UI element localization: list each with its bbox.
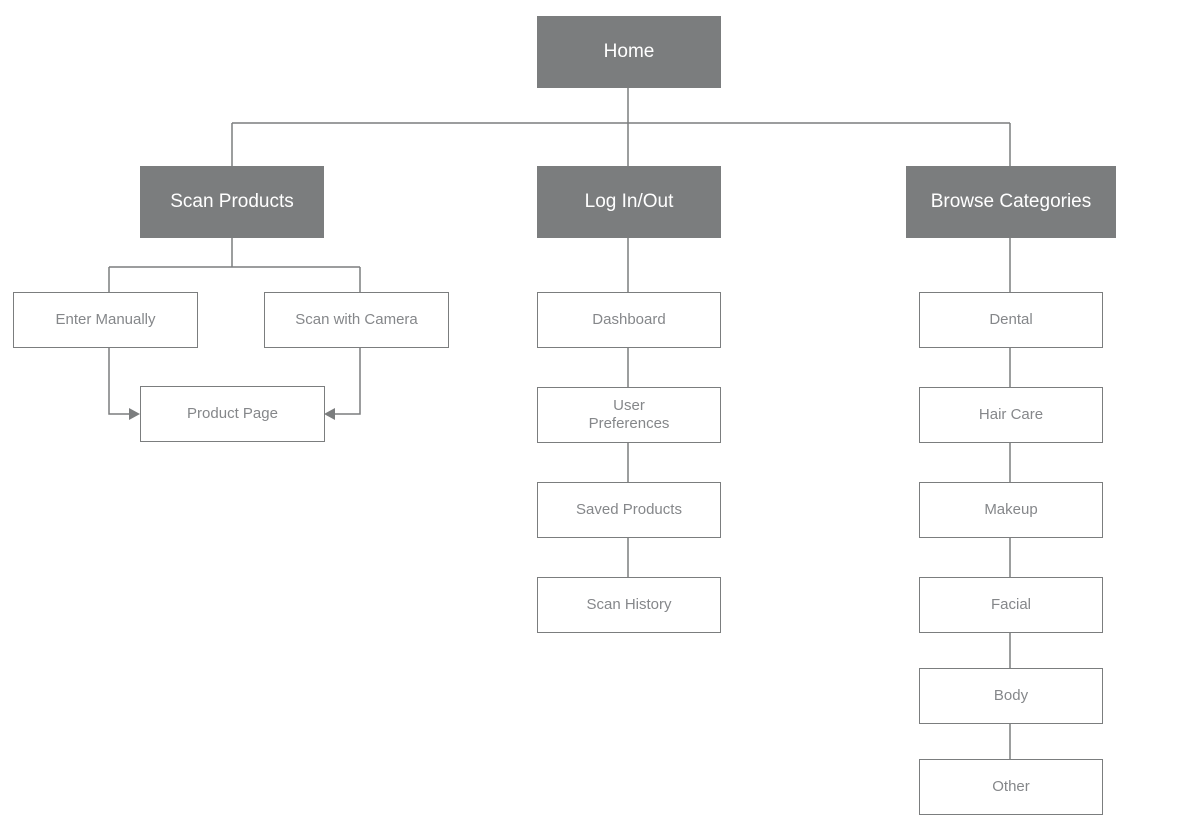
node-log-in-out: Log In/Out — [537, 166, 721, 238]
node-home: Home — [537, 16, 721, 88]
node-home-label: Home — [603, 40, 655, 62]
arrow-head-left — [129, 408, 140, 420]
node-dashboard-label: Dashboard — [592, 311, 666, 328]
node-dental-label: Dental — [989, 311, 1033, 328]
node-product-page-label: Product Page — [187, 405, 278, 422]
node-body-label: Body — [993, 687, 1029, 704]
arrow-head-right — [324, 408, 335, 420]
node-user-preferences: User Preferences — [537, 387, 721, 443]
node-saved-products-label: Saved Products — [576, 501, 682, 518]
node-user-preferences-label-line1: User — [613, 397, 645, 414]
node-scan-products: Scan Products — [140, 166, 324, 238]
node-hair-care: Hair Care — [919, 387, 1103, 443]
node-hair-care-label: Hair Care — [978, 406, 1044, 423]
node-product-page: Product Page — [140, 386, 325, 442]
node-enter-manually-label: Enter Manually — [55, 311, 156, 328]
connector-scan-camera-to-product-page — [334, 348, 361, 415]
node-user-preferences-label-line2: Preferences — [588, 415, 670, 432]
node-makeup: Makeup — [919, 482, 1103, 538]
connector-enter-manually-to-product-page — [108, 348, 132, 415]
node-dental: Dental — [919, 292, 1103, 348]
node-log-in-out-label: Log In/Out — [584, 190, 674, 212]
node-saved-products: Saved Products — [537, 482, 721, 538]
node-makeup-label: Makeup — [984, 501, 1038, 518]
node-scan-products-label: Scan Products — [170, 190, 294, 212]
node-facial-label: Facial — [990, 596, 1031, 613]
node-enter-manually: Enter Manually — [13, 292, 198, 348]
node-scan-history: Scan History — [537, 577, 721, 633]
node-scan-history-label: Scan History — [586, 596, 672, 613]
node-scan-with-camera: Scan with Camera — [264, 292, 449, 348]
node-body: Body — [919, 668, 1103, 724]
node-scan-with-camera-label: Scan with Camera — [295, 311, 418, 328]
node-dashboard: Dashboard — [537, 292, 721, 348]
node-browse-categories-label: Browse Categories — [930, 190, 1092, 212]
node-browse-categories: Browse Categories — [906, 166, 1116, 238]
node-other-label: Other — [992, 778, 1030, 795]
node-facial: Facial — [919, 577, 1103, 633]
node-other: Other — [919, 759, 1103, 815]
